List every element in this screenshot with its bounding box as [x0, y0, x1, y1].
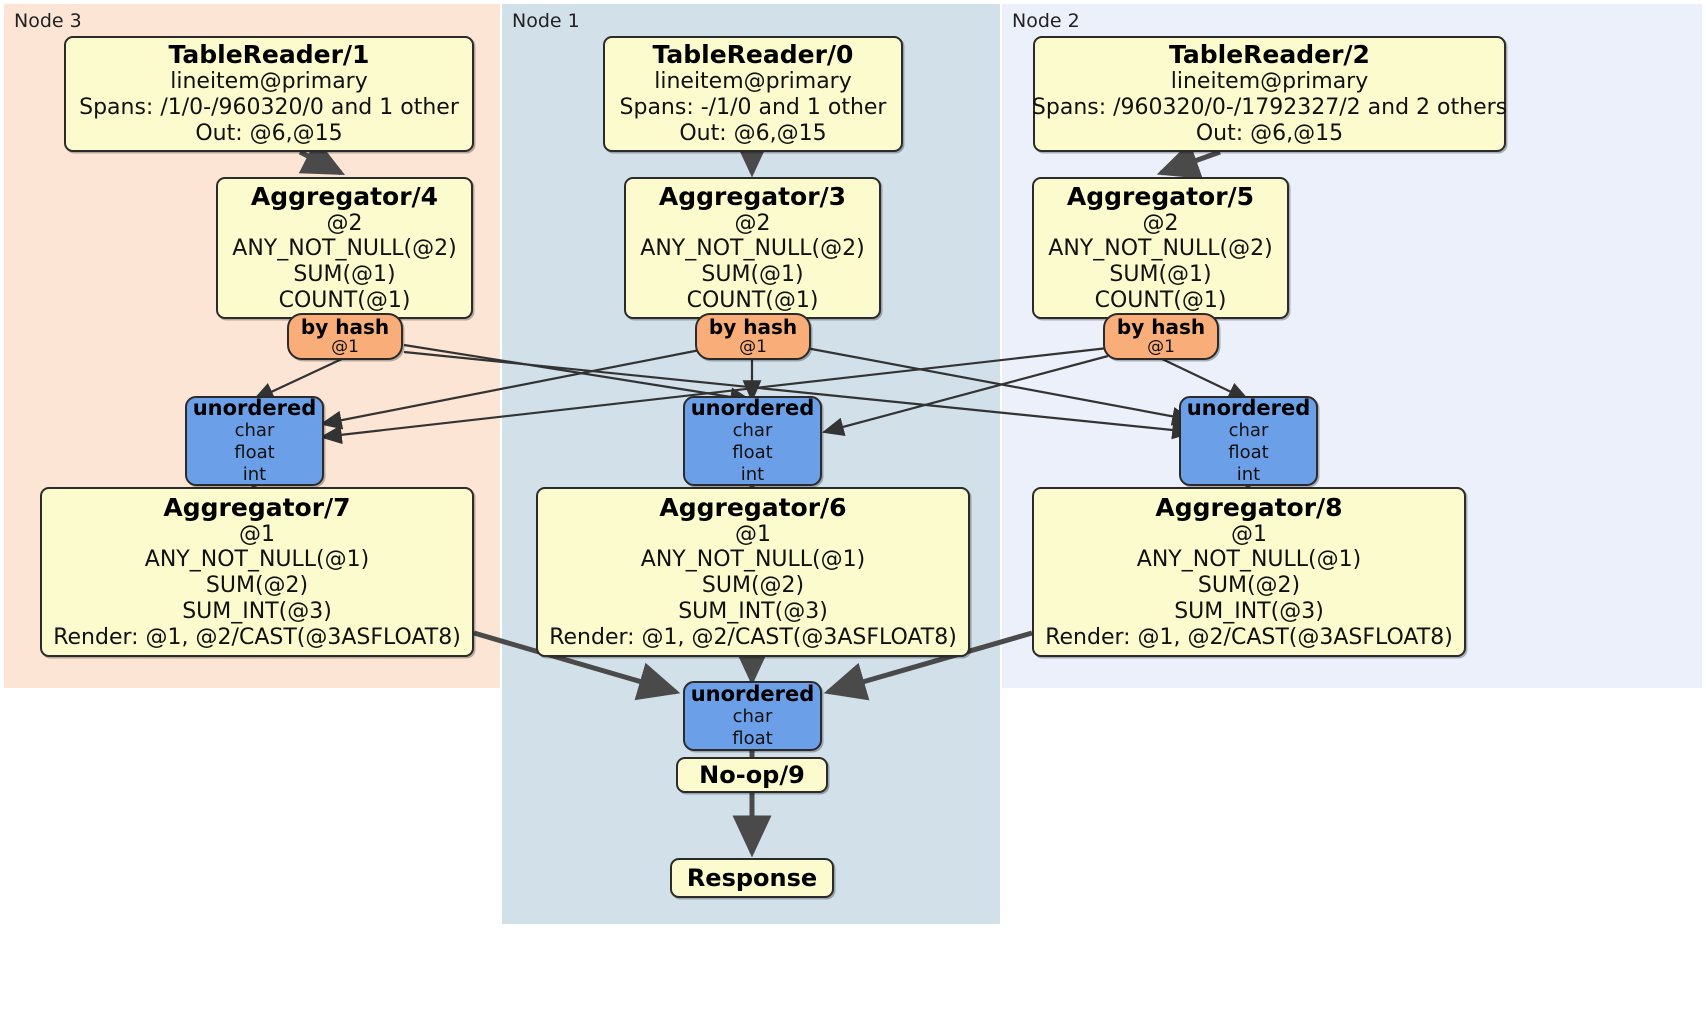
synchronizer-line: char: [1228, 420, 1269, 442]
processor-title: Aggregator/6: [659, 492, 847, 522]
processor-title: TableReader/1: [168, 40, 370, 70]
processor-line: @2: [326, 210, 363, 236]
processor-response[interactable]: Response: [670, 858, 834, 898]
processor-aggregator-4[interactable]: Aggregator/4 @2 ANY_NOT_NULL(@2) SUM(@1)…: [216, 177, 473, 319]
processor-line: ANY_NOT_NULL(@1): [640, 547, 866, 573]
processor-line: SUM_INT(@3): [1174, 598, 1324, 624]
processor-line: Render: @1, @2/CAST(@3ASFLOAT8): [1045, 624, 1453, 650]
processor-aggregator-6[interactable]: Aggregator/6 @1 ANY_NOT_NULL(@1) SUM(@2)…: [536, 487, 970, 657]
processor-line: ANY_NOT_NULL(@2): [1048, 236, 1273, 262]
processor-line: SUM(@1): [701, 262, 804, 287]
processor-title: TableReader/2: [1169, 40, 1370, 70]
processor-line: SUM(@1): [1109, 262, 1212, 287]
processor-line: lineitem@primary: [170, 69, 368, 95]
synchronizer-line: char: [732, 706, 773, 728]
processor-no-op-9[interactable]: No-op/9: [676, 757, 828, 793]
node-panel-label: Node 2: [1012, 10, 1080, 32]
processor-line: COUNT(@1): [686, 287, 819, 313]
processor-line: COUNT(@1): [278, 287, 411, 313]
processor-line: SUM_INT(@3): [182, 598, 332, 624]
router-title: by hash: [708, 314, 798, 339]
synchronizer-line: float: [732, 441, 773, 463]
processor-title: Aggregator/5: [1066, 181, 1255, 211]
router-by-hash-center[interactable]: by hash @1: [695, 313, 811, 360]
router-line: @1: [331, 336, 359, 357]
processor-line: SUM(@2): [701, 573, 805, 599]
processor-title: No-op/9: [699, 760, 805, 789]
synchronizer-line: float: [234, 441, 275, 463]
processor-line: ANY_NOT_NULL(@2): [640, 236, 865, 262]
processor-line: Spans: -/1/0 and 1 other: [619, 95, 887, 121]
synchronizer-unordered-center[interactable]: unordered char float int: [683, 396, 822, 486]
synchronizer-title: unordered: [690, 681, 815, 706]
processor-title: Aggregator/8: [1155, 492, 1343, 522]
processor-title: Aggregator/3: [658, 181, 847, 211]
processor-line: Spans: /1/0-/960320/0 and 1 other: [79, 95, 459, 121]
router-by-hash-right[interactable]: by hash @1: [1103, 313, 1219, 360]
processor-line: lineitem@primary: [654, 69, 852, 95]
processor-tablereader-2[interactable]: TableReader/2 lineitem@primary Spans: /9…: [1031, 36, 1508, 152]
synchronizer-line: char: [234, 420, 275, 442]
synchronizer-unordered-right[interactable]: unordered char float int: [1179, 396, 1318, 486]
processor-tablereader-1[interactable]: TableReader/1 lineitem@primary Spans: /1…: [64, 36, 474, 152]
processor-line: Out: @6,@15: [195, 120, 343, 146]
synchronizer-line: int: [1236, 463, 1261, 485]
node-panel-label: Node 1: [512, 10, 580, 32]
processor-line: Render: @1, @2/CAST(@3ASFLOAT8): [53, 624, 461, 650]
router-by-hash-left[interactable]: by hash @1: [287, 313, 403, 360]
synchronizer-line: float: [1228, 441, 1269, 463]
synchronizer-title: unordered: [1186, 395, 1311, 420]
processor-line: @1: [1231, 521, 1267, 547]
synchronizer-line: char: [732, 420, 773, 442]
processor-line: SUM(@2): [1197, 573, 1301, 599]
synchronizer-line: int: [740, 463, 765, 485]
processor-line: @2: [734, 210, 771, 236]
processor-line: Out: @6,@15: [1195, 120, 1344, 146]
processor-tablereader-0[interactable]: TableReader/0 lineitem@primary Spans: -/…: [603, 36, 903, 152]
processor-title: Response: [686, 863, 818, 892]
processor-line: SUM_INT(@3): [678, 598, 828, 624]
processor-line: SUM(@1): [293, 262, 396, 287]
processor-aggregator-8[interactable]: Aggregator/8 @1 ANY_NOT_NULL(@1) SUM(@2)…: [1032, 487, 1466, 657]
processor-line: @1: [735, 521, 771, 547]
processor-title: Aggregator/7: [163, 492, 351, 522]
processor-line: @1: [239, 521, 275, 547]
processor-line: ANY_NOT_NULL(@1): [144, 547, 370, 573]
router-line: @1: [1147, 336, 1175, 357]
processor-line: ANY_NOT_NULL(@1): [1136, 547, 1362, 573]
processor-title: Aggregator/4: [250, 181, 439, 211]
synchronizer-unordered-final[interactable]: unordered char float: [683, 681, 822, 751]
processor-aggregator-7[interactable]: Aggregator/7 @1 ANY_NOT_NULL(@1) SUM(@2)…: [40, 487, 474, 657]
synchronizer-title: unordered: [192, 395, 317, 420]
processor-line: Out: @6,@15: [679, 120, 827, 146]
processor-line: Render: @1, @2/CAST(@3ASFLOAT8): [549, 624, 957, 650]
processor-line: COUNT(@1): [1094, 287, 1227, 313]
processor-aggregator-5[interactable]: Aggregator/5 @2 ANY_NOT_NULL(@2) SUM(@1)…: [1032, 177, 1289, 319]
synchronizer-line: int: [242, 463, 267, 485]
processor-line: SUM(@2): [205, 573, 309, 599]
router-line: @1: [739, 336, 767, 357]
processor-title: TableReader/0: [652, 40, 854, 70]
processor-line: ANY_NOT_NULL(@2): [232, 236, 457, 262]
processor-line: @2: [1142, 210, 1179, 236]
synchronizer-title: unordered: [690, 395, 815, 420]
processor-line: lineitem@primary: [1170, 69, 1369, 95]
processor-aggregator-3[interactable]: Aggregator/3 @2 ANY_NOT_NULL(@2) SUM(@1)…: [624, 177, 881, 319]
synchronizer-unordered-left[interactable]: unordered char float int: [185, 396, 324, 486]
synchronizer-line: float: [732, 727, 773, 749]
node-panel-label: Node 3: [14, 10, 82, 32]
router-title: by hash: [300, 314, 390, 339]
processor-line: Spans: /960320/0-/1792327/2 and 2 others: [1031, 95, 1508, 121]
router-title: by hash: [1116, 314, 1206, 339]
